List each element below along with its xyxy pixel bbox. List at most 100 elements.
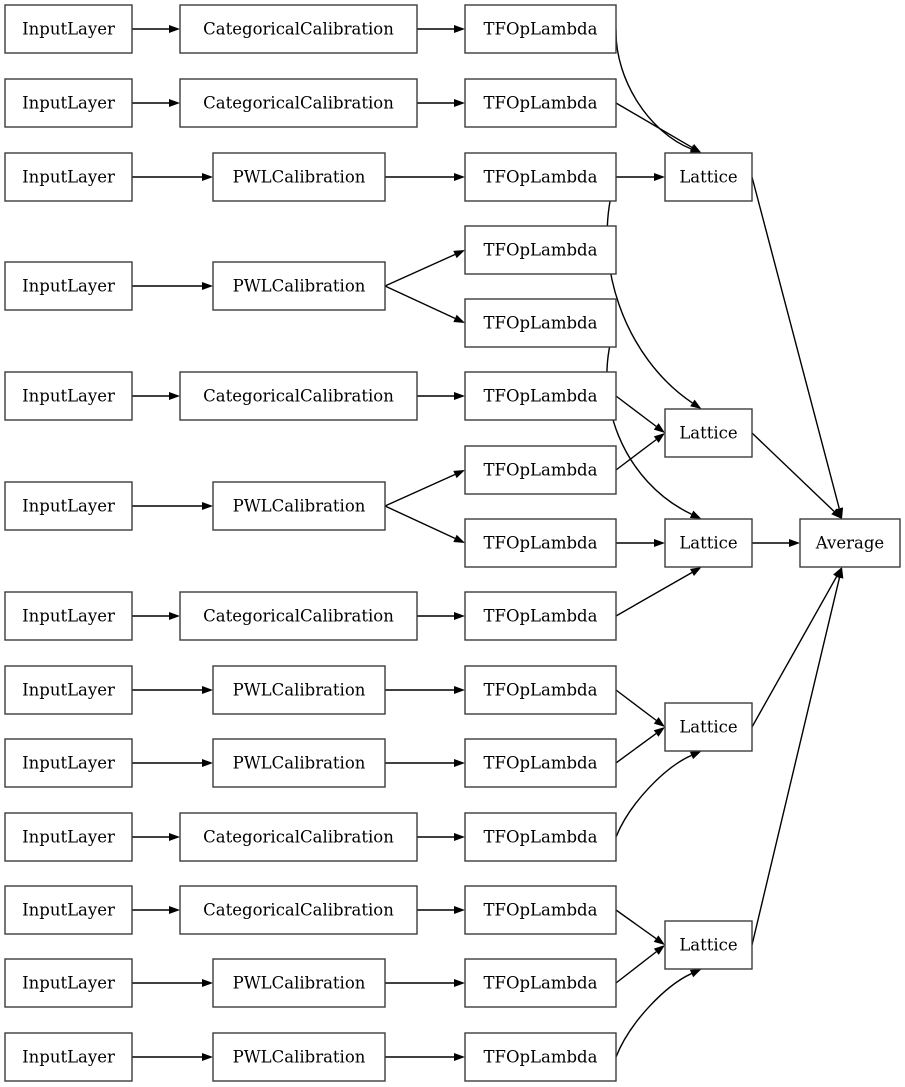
node-pwlcalibration-cal4[interactable]: PWLCalibration: [212, 261, 386, 311]
edge-line: [384, 473, 456, 507]
node-box[interactable]: [4, 371, 133, 421]
node-box[interactable]: [4, 738, 133, 788]
node-lattice-lat4[interactable]: Lattice: [664, 702, 753, 752]
node-box[interactable]: [4, 78, 133, 128]
node-tfop-lambda-op9[interactable]: TFOpLambda: [464, 591, 617, 641]
node-tfop-lambda-op13[interactable]: TFOpLambda: [464, 885, 617, 935]
node-box[interactable]: [4, 1032, 133, 1082]
node-input-layer-in2[interactable]: InputLayer: [4, 78, 133, 128]
node-categorical-calibration-cal2[interactable]: CategoricalCalibration: [179, 78, 418, 128]
node-tfop-lambda-op2[interactable]: TFOpLambda: [464, 78, 617, 128]
node-box[interactable]: [664, 920, 753, 970]
node-pwlcalibration-cal3[interactable]: PWLCalibration: [212, 152, 386, 202]
node-tfop-lambda-op15[interactable]: TFOpLambda: [464, 1032, 617, 1082]
node-box[interactable]: [4, 261, 133, 311]
node-tfop-lambda-op3[interactable]: TFOpLambda: [464, 152, 617, 202]
node-box[interactable]: [4, 152, 133, 202]
node-box[interactable]: [4, 591, 133, 641]
node-tfop-lambda-op8[interactable]: TFOpLambda: [464, 518, 617, 568]
node-box[interactable]: [4, 665, 133, 715]
node-box[interactable]: [212, 261, 386, 311]
node-tfop-lambda-op4[interactable]: TFOpLambda: [464, 225, 617, 275]
node-box[interactable]: [464, 885, 617, 935]
node-categorical-calibration-cal7[interactable]: CategoricalCalibration: [179, 591, 418, 641]
node-input-layer-in4[interactable]: InputLayer: [4, 261, 133, 311]
node-input-layer-in6[interactable]: InputLayer: [4, 481, 133, 531]
node-box[interactable]: [179, 371, 418, 421]
node-box[interactable]: [464, 518, 617, 568]
node-input-layer-in7[interactable]: InputLayer: [4, 591, 133, 641]
node-tfop-lambda-op14[interactable]: TFOpLambda: [464, 958, 617, 1008]
node-tfop-lambda-op6[interactable]: TFOpLambda: [464, 371, 617, 421]
node-box[interactable]: [464, 78, 617, 128]
node-box[interactable]: [4, 4, 133, 54]
node-tfop-lambda-op5[interactable]: TFOpLambda: [464, 298, 617, 348]
node-box[interactable]: [464, 1032, 617, 1082]
node-box[interactable]: [212, 1032, 386, 1082]
arrowhead-icon: [835, 567, 844, 579]
node-lattice-lat5[interactable]: Lattice: [664, 920, 753, 970]
node-categorical-calibration-cal5[interactable]: CategoricalCalibration: [179, 371, 418, 421]
node-box[interactable]: [212, 958, 386, 1008]
node-box[interactable]: [179, 78, 418, 128]
node-box[interactable]: [179, 591, 418, 641]
node-box[interactable]: [212, 665, 386, 715]
node-tfop-lambda-op10[interactable]: TFOpLambda: [464, 665, 617, 715]
node-box[interactable]: [464, 225, 617, 275]
node-box[interactable]: [212, 481, 386, 531]
node-box[interactable]: [464, 445, 617, 495]
node-pwlcalibration-cal13[interactable]: PWLCalibration: [212, 1032, 386, 1082]
node-categorical-calibration-cal11[interactable]: CategoricalCalibration: [179, 885, 418, 935]
node-box[interactable]: [464, 665, 617, 715]
node-input-layer-in12[interactable]: InputLayer: [4, 958, 133, 1008]
node-pwlcalibration-cal6[interactable]: PWLCalibration: [212, 481, 386, 531]
node-box[interactable]: [464, 371, 617, 421]
edge-input-layer-to-pwlcalibration: [132, 686, 213, 694]
node-box[interactable]: [464, 812, 617, 862]
node-input-layer-in11[interactable]: InputLayer: [4, 885, 133, 935]
node-categorical-calibration-cal10[interactable]: CategoricalCalibration: [179, 812, 418, 862]
node-box[interactable]: [4, 481, 133, 531]
node-box[interactable]: [179, 4, 418, 54]
node-box[interactable]: [4, 812, 133, 862]
edge-pwlcalibration-to-tfop-lambda: [384, 505, 465, 543]
node-box[interactable]: [179, 812, 418, 862]
node-pwlcalibration-cal9[interactable]: PWLCalibration: [212, 738, 386, 788]
node-pwlcalibration-cal8[interactable]: PWLCalibration: [212, 665, 386, 715]
node-box[interactable]: [4, 885, 133, 935]
node-box[interactable]: [179, 885, 418, 935]
node-tfop-lambda-op7[interactable]: TFOpLambda: [464, 445, 617, 495]
node-lattice-lat1[interactable]: Lattice: [664, 152, 753, 202]
arrowhead-icon: [654, 539, 665, 547]
node-input-layer-in10[interactable]: InputLayer: [4, 812, 133, 862]
node-box[interactable]: [212, 152, 386, 202]
node-pwlcalibration-cal12[interactable]: PWLCalibration: [212, 958, 386, 1008]
node-tfop-lambda-op11[interactable]: TFOpLambda: [464, 738, 617, 788]
node-box[interactable]: [664, 408, 753, 458]
node-box[interactable]: [464, 958, 617, 1008]
node-box[interactable]: [212, 738, 386, 788]
node-categorical-calibration-cal1[interactable]: CategoricalCalibration: [179, 4, 418, 54]
node-lattice-lat3[interactable]: Lattice: [664, 518, 753, 568]
node-box[interactable]: [464, 591, 617, 641]
node-input-layer-in8[interactable]: InputLayer: [4, 665, 133, 715]
node-box[interactable]: [664, 518, 753, 568]
node-tfop-lambda-op1[interactable]: TFOpLambda: [464, 4, 617, 54]
node-input-layer-in13[interactable]: InputLayer: [4, 1032, 133, 1082]
node-box[interactable]: [464, 4, 617, 54]
node-input-layer-in3[interactable]: InputLayer: [4, 152, 133, 202]
node-box[interactable]: [664, 702, 753, 752]
node-average-avg[interactable]: Average: [799, 518, 901, 568]
node-box[interactable]: [464, 152, 617, 202]
edge-line: [615, 732, 657, 764]
node-lattice-lat2[interactable]: Lattice: [664, 408, 753, 458]
node-box[interactable]: [664, 152, 753, 202]
node-box[interactable]: [464, 298, 617, 348]
node-input-layer-in1[interactable]: InputLayer: [4, 4, 133, 54]
node-box[interactable]: [464, 738, 617, 788]
node-box[interactable]: [4, 958, 133, 1008]
node-tfop-lambda-op12[interactable]: TFOpLambda: [464, 812, 617, 862]
node-input-layer-in5[interactable]: InputLayer: [4, 371, 133, 421]
node-input-layer-in9[interactable]: InputLayer: [4, 738, 133, 788]
node-box[interactable]: [799, 518, 901, 568]
